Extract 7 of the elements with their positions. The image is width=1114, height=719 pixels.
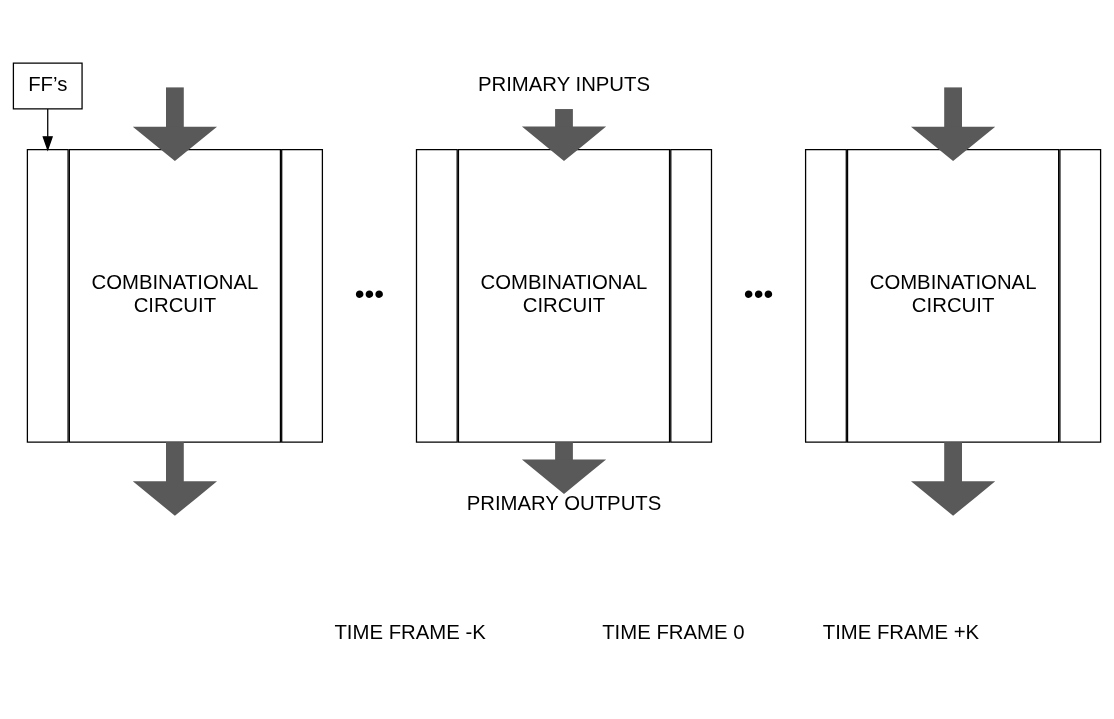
label: •••: [743, 277, 774, 309]
node-text: PRIMARY OUTPUTS: [466, 491, 662, 514]
node-text: PRIMARY INPUTS: [477, 72, 651, 95]
label: TIME FRAME 0: [602, 620, 745, 643]
label: •••: [354, 277, 385, 309]
label: TIME FRAME +K: [822, 620, 980, 643]
label: TIME FRAME -K: [334, 620, 486, 643]
